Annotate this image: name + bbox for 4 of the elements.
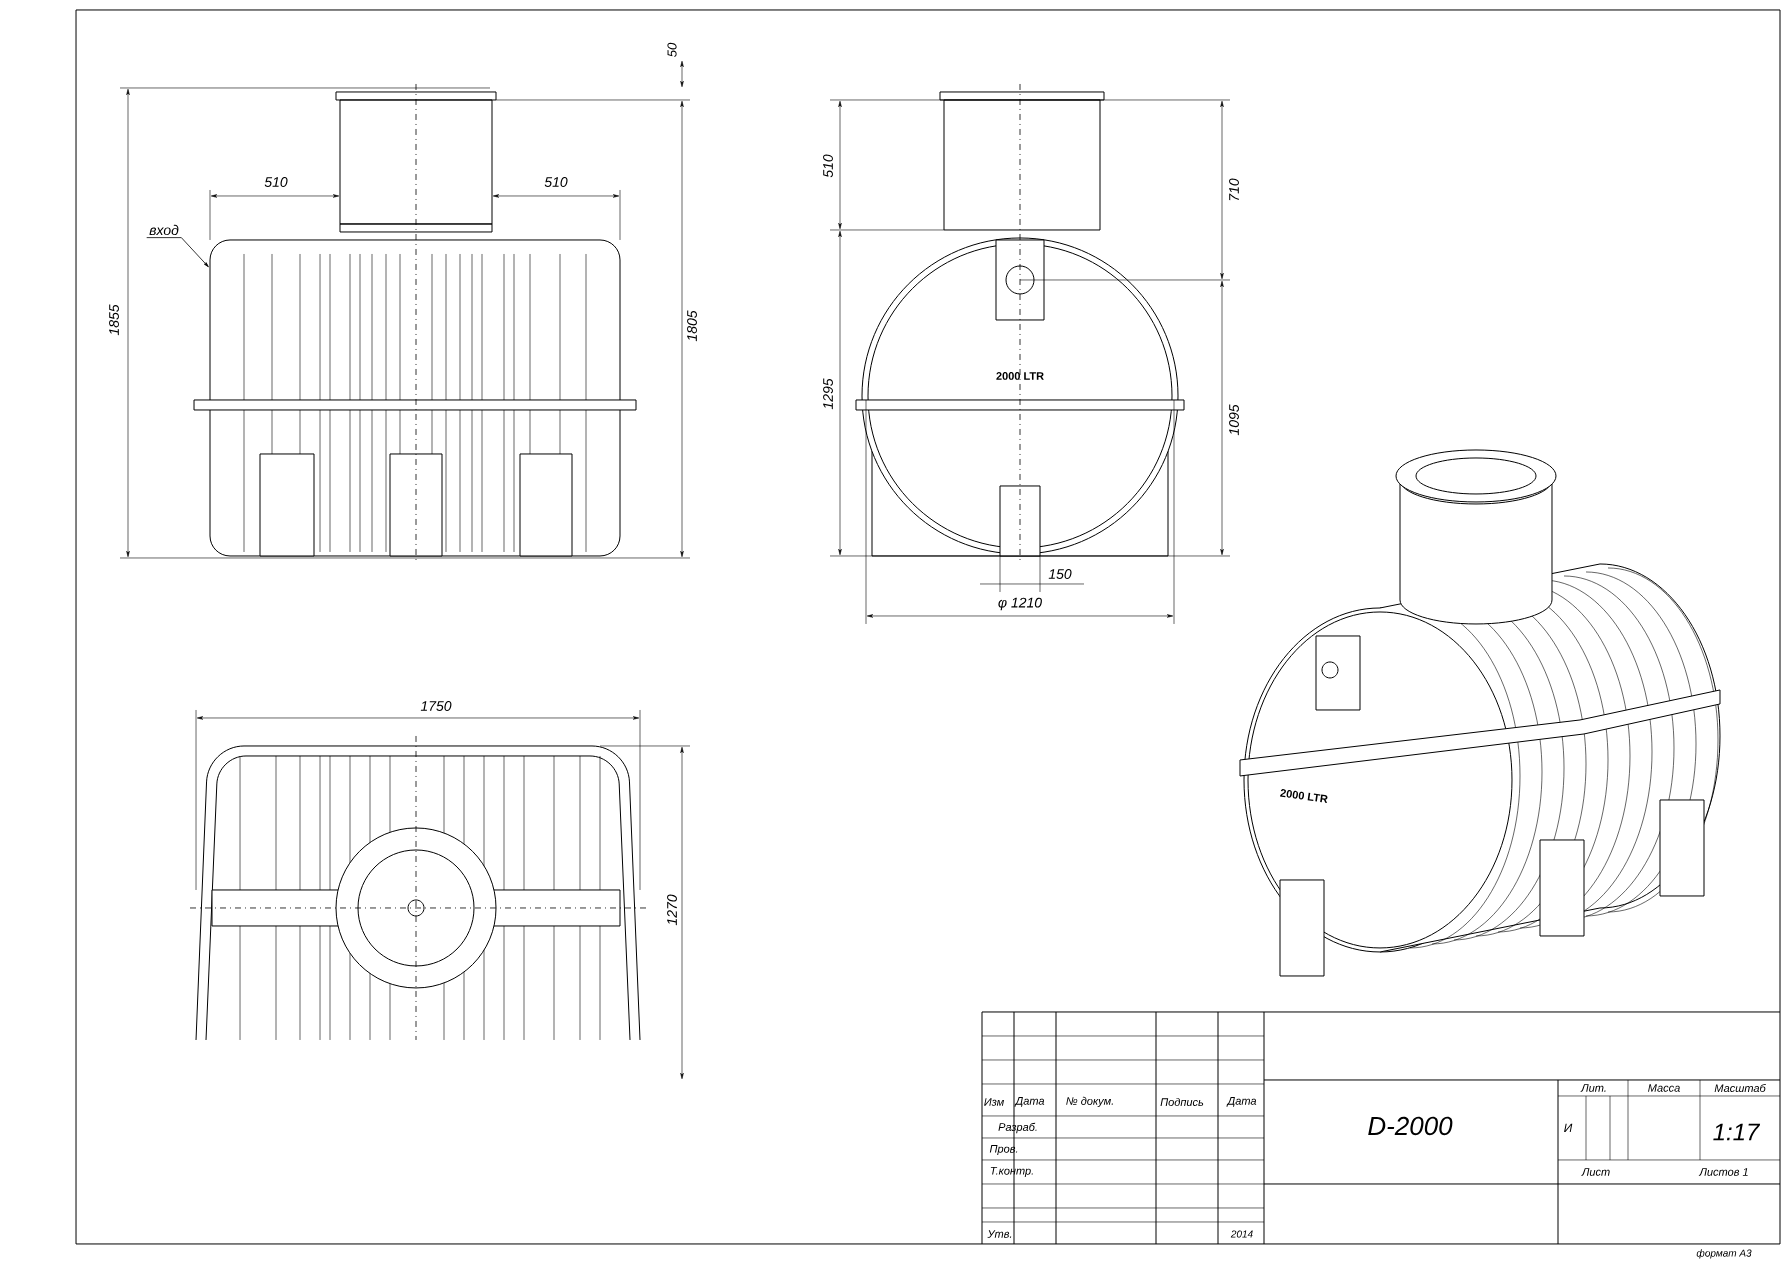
- drawing-title: D-2000: [1368, 1116, 1453, 1136]
- leader-line: [146, 237, 209, 268]
- drawing-scale: 1:17: [1713, 1123, 1761, 1141]
- tank-front-view-drawing: [193, 83, 637, 565]
